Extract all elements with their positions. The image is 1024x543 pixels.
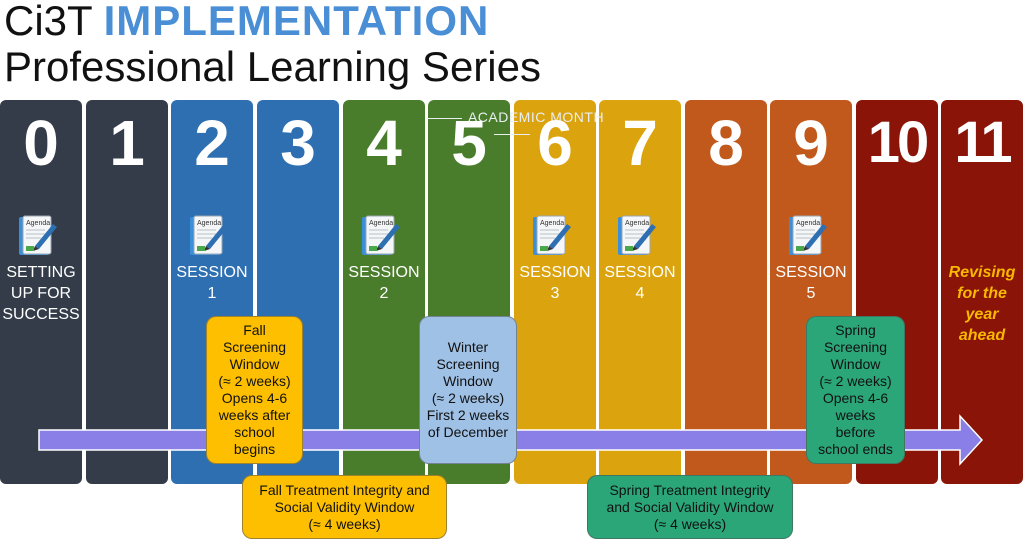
page-title-line1: Ci3T IMPLEMENTATION (4, 0, 489, 44)
academic-month-label: ACADEMIC MONTH (396, 109, 628, 141)
title-accent: IMPLEMENTATION (103, 0, 490, 44)
month-number-5: 5 (451, 107, 487, 179)
month-number-3: 3 (280, 107, 316, 179)
svg-text:Agenda: Agenda (369, 220, 393, 227)
agenda-document-icon: Agenda (533, 215, 571, 255)
svg-text:Agenda: Agenda (26, 220, 50, 227)
month-column-4 (343, 100, 425, 484)
agenda-document-icon: Agenda (618, 215, 656, 255)
winter-screening-window: Winter Screening Window (≈ 2 weeks) Firs… (419, 316, 517, 464)
month-number-4: 4 (366, 107, 402, 179)
month-number-11: 11 (954, 110, 1012, 175)
agenda-document-icon: Agenda (362, 215, 400, 255)
fall-screening-window: Fall Screening Window (≈ 2 weeks) Opens … (206, 316, 303, 464)
spring-screening-window: Spring Screening Window (≈ 2 weeks) Open… (806, 316, 905, 464)
svg-text:Agenda: Agenda (197, 220, 221, 227)
month-column-6 (514, 100, 596, 484)
svg-text:Agenda: Agenda (540, 220, 564, 227)
month-column-11 (941, 100, 1023, 484)
month-number-9: 9 (793, 107, 829, 179)
month-number-7: 7 (622, 107, 658, 179)
svg-text:Agenda: Agenda (625, 220, 649, 227)
month-column-7 (599, 100, 681, 484)
month-number-1: 1 (109, 107, 145, 179)
month-column-0 (0, 100, 82, 484)
title-prefix: Ci3T (4, 0, 104, 44)
fall-screening-text: Fall Screening Window (≈ 2 weeks) Opens … (218, 322, 291, 457)
month-number-10: 10 (867, 110, 930, 175)
session-4-label: SESSION 4 (604, 264, 676, 302)
session-3-label: SESSION 3 (519, 264, 591, 302)
fall-treatment-text: Fall Treatment Integrity and Social Vali… (259, 481, 430, 532)
month-column-1 (86, 100, 168, 484)
svg-text:Agenda: Agenda (796, 220, 820, 227)
agenda-document-icon: Agenda (190, 215, 228, 255)
winter-screening-text: Winter Screening Window (≈ 2 weeks) Firs… (426, 339, 510, 440)
session-2-label: SESSION 2 (348, 264, 420, 302)
spring-treatment-window: Spring Treatment Integrity and Social Va… (587, 475, 793, 539)
page-title-line2: Professional Learning Series (4, 43, 541, 90)
setting-up-text: SETTING UP FOR SUCCESS (2, 264, 80, 323)
revising-text: Revising for the year ahead (948, 264, 1016, 344)
month-column-8 (685, 100, 767, 484)
month-number-6: 6 (537, 107, 573, 179)
fall-treatment-window: Fall Treatment Integrity and Social Vali… (242, 475, 447, 539)
month-number-2: 2 (194, 107, 230, 179)
session-1-label: SESSION 1 (176, 264, 248, 302)
month-number-8: 8 (708, 107, 744, 179)
session-5-label: SESSION 5 (775, 264, 847, 302)
month-number-0: 0 (23, 107, 59, 179)
spring-screening-text: Spring Screening Window (≈ 2 weeks) Open… (818, 322, 893, 457)
agenda-document-icon: Agenda (789, 215, 827, 255)
agenda-document-icon: Agenda (19, 215, 57, 255)
spring-treatment-text: Spring Treatment Integrity and Social Va… (606, 481, 774, 532)
